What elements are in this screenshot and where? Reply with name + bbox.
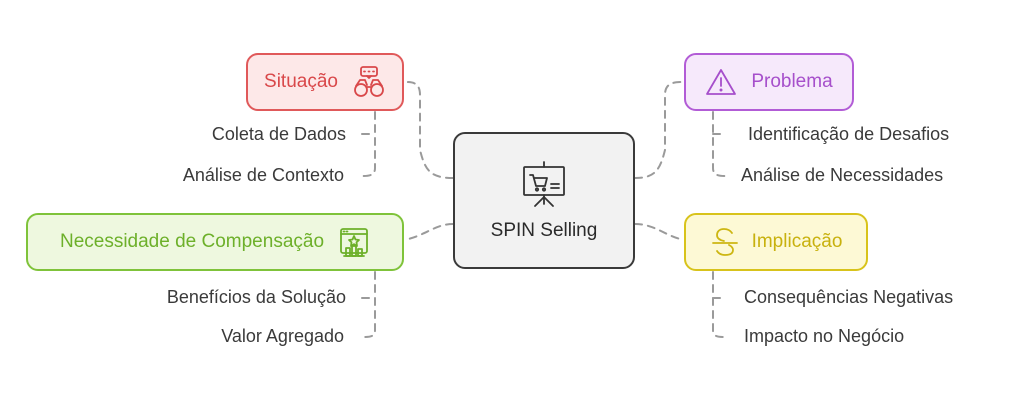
problema-label: Problema <box>751 71 833 92</box>
necessidade-node: Necessidade de Compensação <box>26 213 404 271</box>
center-label: SPIN Selling <box>490 219 598 241</box>
warning-triangle-icon <box>705 67 737 97</box>
strikethrough-s-icon <box>710 226 740 258</box>
situacao-node: Situação <box>246 53 404 111</box>
connector-necessidade-leaves <box>361 271 376 338</box>
presentation-board-cart-icon <box>519 160 569 210</box>
center-node: SPIN Selling <box>453 132 635 269</box>
connector-situacao <box>403 81 454 179</box>
connector-implicacao <box>634 223 685 241</box>
problema-item: Análise de Necessidades <box>741 165 944 185</box>
implicacao-label: Implicação <box>751 231 843 252</box>
situacao-item: Análise de Contexto <box>182 165 344 185</box>
situacao-label: Situação <box>264 71 338 92</box>
necessidade-item: Valor Agregado <box>221 326 344 346</box>
connector-situacao-leaves <box>361 111 376 177</box>
connector-implicacao-leaves <box>712 271 727 338</box>
necessidade-label: Necessidade de Compensação <box>59 231 325 252</box>
problema-item: Identificação de Desafios <box>748 124 950 144</box>
situacao-item: Coleta de Dados <box>211 124 346 144</box>
implicacao-node: Implicação <box>684 213 868 271</box>
implicacao-item: Impacto no Negócio <box>744 326 905 346</box>
necessidade-item: Benefícios da Solução <box>166 287 346 307</box>
implicacao-item: Consequências Negativas <box>744 287 954 307</box>
award-chart-icon <box>338 226 370 258</box>
binoculars-icon <box>352 65 386 99</box>
connector-problema-leaves <box>712 111 727 177</box>
problema-node: Problema <box>684 53 854 111</box>
connector-problema <box>634 81 685 179</box>
connector-necessidade <box>403 223 454 241</box>
